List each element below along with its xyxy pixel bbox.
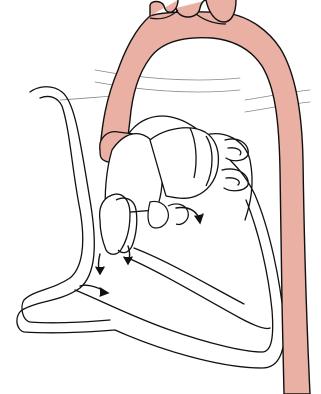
right-atrium-inner-wall [22, 96, 110, 322]
interventricular-septum [128, 258, 270, 329]
septum-inner-line [134, 248, 244, 304]
flow-arrow-atrium-to-ventricle [96, 254, 104, 274]
mitral-valve [148, 201, 188, 228]
